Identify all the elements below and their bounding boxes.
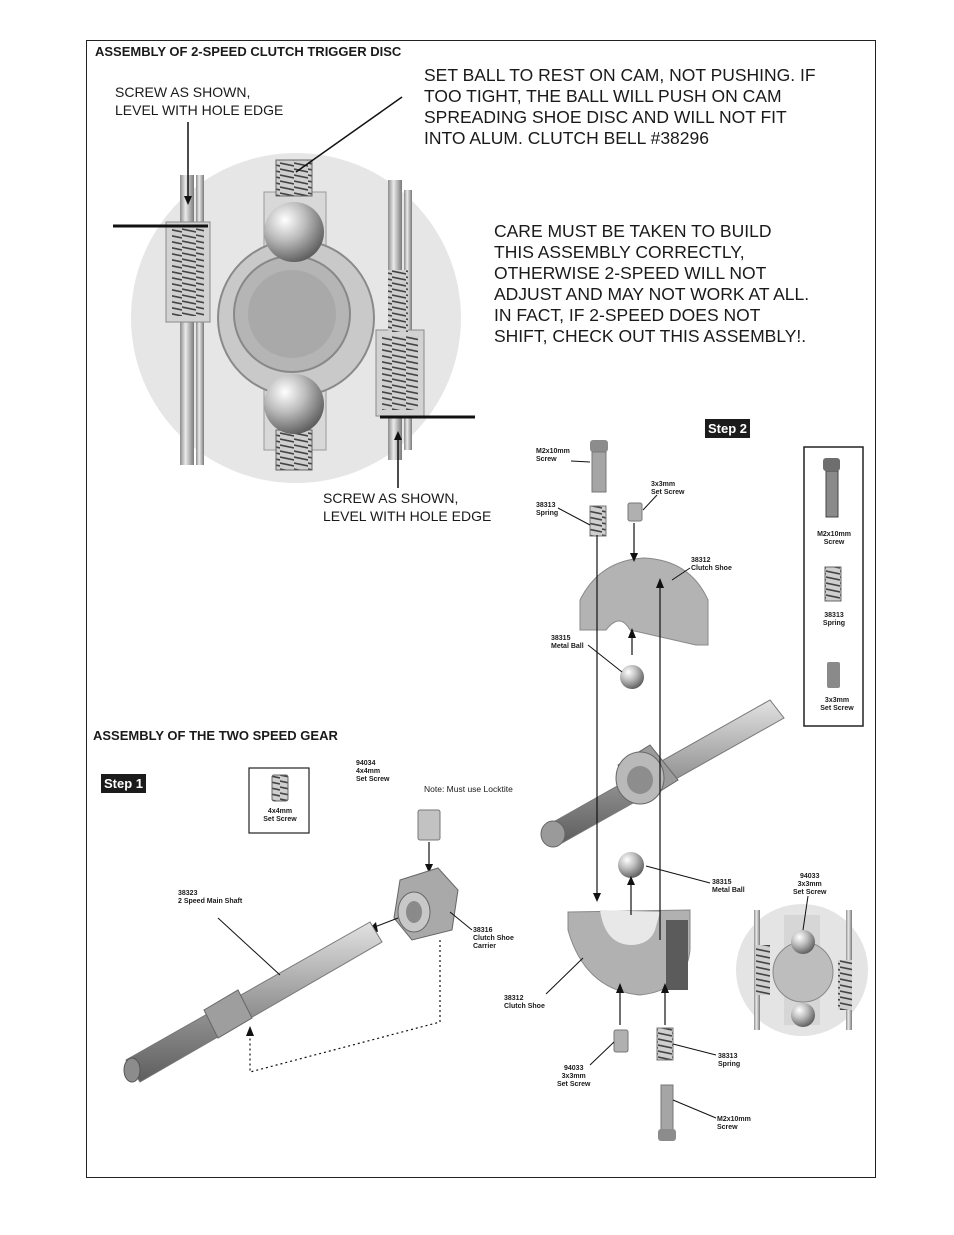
part-label-spring-bottom: 38313 Spring [718, 1053, 741, 1068]
clutch-detail-small-image [736, 895, 868, 1036]
page-frame [86, 40, 876, 1178]
clutch-disc-detail-image [113, 96, 475, 488]
part-label-set-screw-detail: 94033 3x3mm Set Screw [793, 873, 827, 896]
step2-legend-box [803, 446, 864, 727]
care-instruction: CARE MUST BE TAKEN TO BUILD THIS ASSEMBL… [494, 221, 810, 346]
part-label-metal-ball-top: 38315 Metal Ball [551, 635, 584, 650]
part-label-metal-ball-bottom: 38315 Metal Ball [712, 879, 745, 894]
legend-4x4-set-screw-label: 4x4mm Set Screw [263, 808, 297, 823]
legend-set-screw-label: 3x3mm Set Screw [820, 697, 854, 712]
part-label-set-screw-bottom: 94033 3x3mm Set Screw [557, 1065, 591, 1088]
part-label-clutch-shoe-bottom: 38312 Clutch Shoe [504, 995, 545, 1010]
part-label-94034-set-screw: 94034 4x4mm Set Screw [356, 760, 390, 783]
step1-badge: Step 1 [101, 774, 147, 793]
part-label-screw-bottom: M2x10mm Screw [717, 1116, 751, 1131]
ball-instruction: SET BALL TO REST ON CAM, NOT PUSHING. IF… [424, 65, 816, 148]
part-label-clutch-shoe-top: 38312 Clutch Shoe [691, 557, 732, 572]
screw-note-bottom: SCREW AS SHOWN, LEVEL WITH HOLE EDGE [323, 490, 492, 524]
part-label-screw-top: M2x10mm Screw [536, 448, 570, 463]
screw-note-top: SCREW AS SHOWN, LEVEL WITH HOLE EDGE [115, 84, 284, 118]
part-label-main-shaft: 38323 2 Speed Main Shaft [178, 890, 243, 905]
part-label-clutch-shoe-carrier: 38316 Clutch Shoe Carrier [473, 927, 514, 950]
step1-diagram [123, 767, 473, 1083]
step2-badge: Step 2 [705, 419, 751, 438]
part-label-set-screw-top: 3x3mm Set Screw [651, 481, 685, 496]
section2-title: ASSEMBLY OF THE TWO SPEED GEAR [93, 728, 338, 743]
locktite-note: Note: Must use Locktite [424, 784, 513, 794]
step2-exploded-diagram [540, 440, 785, 1141]
section1-title: ASSEMBLY OF 2-SPEED CLUTCH TRIGGER DISC [95, 44, 402, 59]
legend-spring-label: 38313 Spring [822, 612, 846, 627]
part-label-spring-top: 38313 Spring [536, 502, 559, 517]
legend-screw-label: M2x10mm Screw [817, 531, 851, 546]
